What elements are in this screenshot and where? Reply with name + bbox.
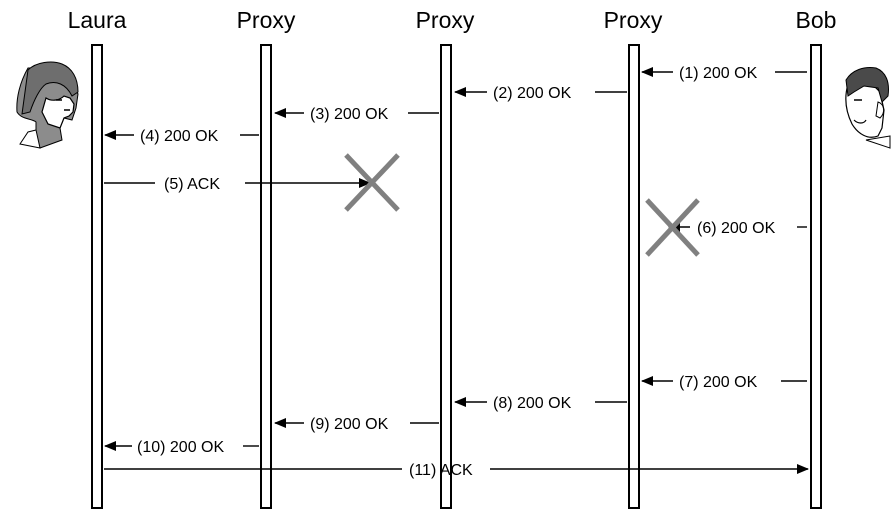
- lifeline-proxy-1: [260, 44, 272, 509]
- message-label-3: (3) 200 OK: [310, 106, 389, 123]
- message-9: (9) 200 OK: [274, 416, 439, 433]
- lifeline-proxy-3: [628, 44, 640, 509]
- man-face-icon: [845, 67, 891, 149]
- participant-label-proxy-1: Proxy: [237, 7, 296, 33]
- lost-message-x-mark: [645, 198, 700, 257]
- lifeline-proxy-2: [440, 44, 452, 509]
- message-5-lost: (5) ACK: [104, 153, 400, 212]
- message-label-2: (2) 200 OK: [493, 85, 572, 102]
- participant-label-bob: Bob: [796, 7, 837, 33]
- message-8: (8) 200 OK: [454, 395, 627, 412]
- message-label-5: (5) ACK: [164, 176, 220, 193]
- lost-message-x-mark: [344, 153, 400, 212]
- message-2: (2) 200 OK: [454, 85, 627, 102]
- message-3: (3) 200 OK: [274, 106, 439, 123]
- message-label-9: (9) 200 OK: [310, 416, 389, 433]
- message-flow: (1) 200 OK (2) 200 OK (3) 200 OK (4) 200…: [104, 65, 809, 479]
- lifeline-bob: [810, 44, 822, 509]
- message-label-10: (10) 200 OK: [137, 439, 224, 456]
- message-10: (10) 200 OK: [104, 439, 259, 456]
- participant-label-proxy-3: Proxy: [604, 7, 663, 33]
- message-label-11: (11) ACK: [409, 462, 473, 479]
- participant-label-laura: Laura: [68, 7, 127, 33]
- message-label-4: (4) 200 OK: [140, 128, 219, 145]
- woman-face-icon: [16, 61, 79, 149]
- participant-label-proxy-2: Proxy: [416, 7, 475, 33]
- message-11: (11) ACK: [104, 462, 809, 479]
- message-label-6: (6) 200 OK: [697, 220, 776, 237]
- message-7: (7) 200 OK: [641, 374, 807, 391]
- lifeline-laura: [91, 44, 103, 509]
- message-6-lost: (6) 200 OK: [645, 198, 807, 257]
- message-label-1: (1) 200 OK: [679, 65, 758, 82]
- message-4: (4) 200 OK: [104, 128, 259, 145]
- message-label-7: (7) 200 OK: [679, 374, 758, 391]
- message-label-8: (8) 200 OK: [493, 395, 572, 412]
- message-1: (1) 200 OK: [641, 65, 807, 82]
